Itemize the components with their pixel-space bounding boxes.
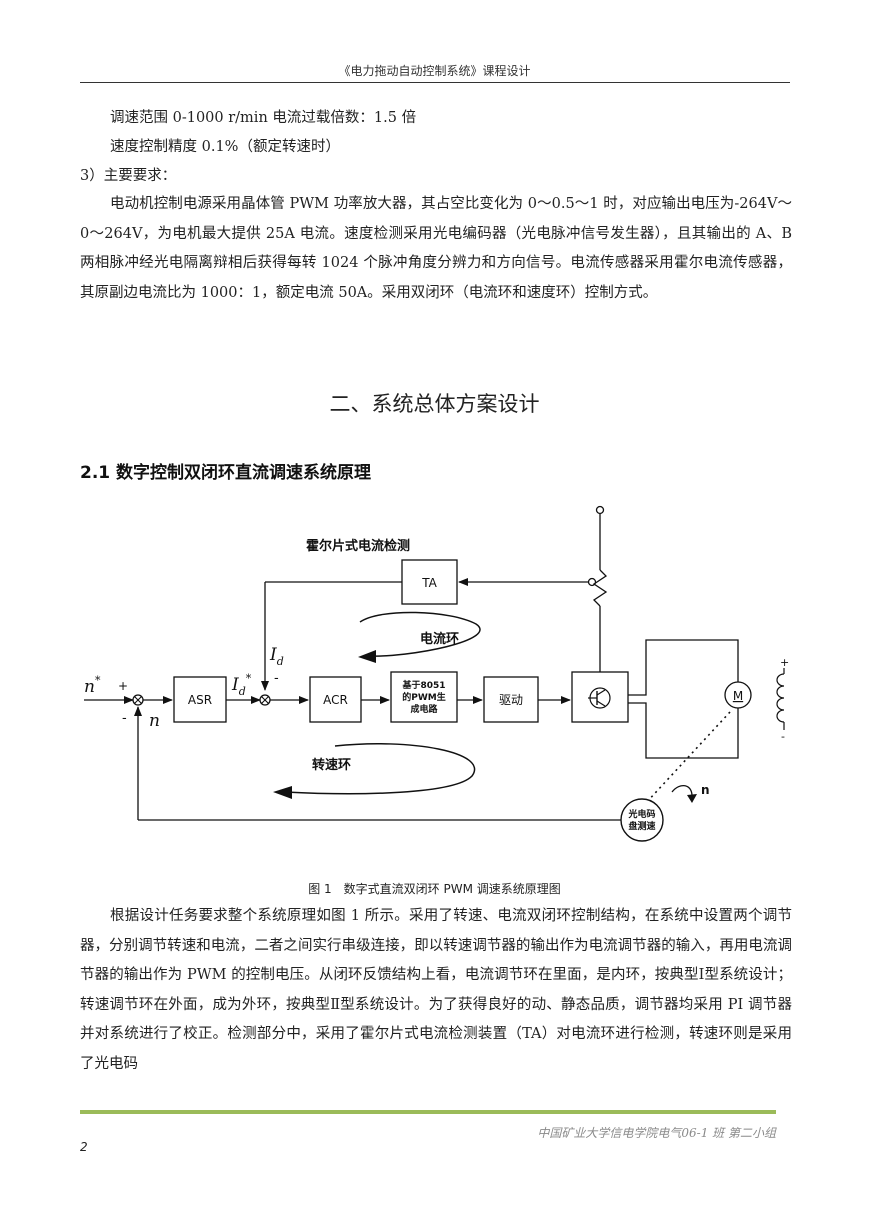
asr-block-label: ASR	[188, 693, 212, 707]
acr-block	[309, 676, 362, 723]
current-loop-curve	[359, 611, 481, 657]
n-minus-sign: -	[122, 711, 127, 726]
header-rule	[80, 82, 790, 83]
subsection-title: 2.1 数字控制双闭环直流调速系统原理	[80, 463, 372, 483]
figure-caption: 图 1 数字式直流双闭环 PWM 调速系统原理图	[308, 882, 561, 896]
spec-line-speed-range: 调速范围 0-1000 r/min 电流过载倍数：1.5 倍	[110, 110, 417, 126]
spec-line-precision: 速度控制精度 0.1%（额定转速时）	[110, 139, 340, 155]
pwm-generator-block	[390, 671, 458, 723]
field-minus-sign: -	[781, 730, 785, 743]
pwm-label-line-2: 的PWM生	[402, 691, 445, 703]
rotation-arrow	[671, 785, 693, 797]
ta-block-label: TA	[421, 576, 437, 590]
rotation-speed-label: n	[701, 783, 710, 797]
encoder-block	[620, 798, 664, 842]
id-minus-sign: -	[274, 671, 279, 686]
encoder-label-line-1: 光电码	[627, 808, 655, 820]
id-star-label: Id*	[231, 672, 252, 698]
hall-coil	[592, 569, 608, 607]
body-paragraph: 根据设计任务要求整个系统原理如图 1 所示。采用了转速、电流双闭环控制结构，在系…	[80, 908, 792, 1072]
speed-loop-curve	[284, 743, 476, 795]
armature-lower-wire	[628, 702, 739, 759]
requirements-heading: 3）主要要求：	[80, 168, 177, 184]
motor-label: M	[733, 689, 743, 703]
acr-block-label: ACR	[323, 693, 348, 707]
footer-rule	[80, 1110, 776, 1114]
motor-icon	[724, 681, 752, 709]
current-loop-arrowhead	[358, 650, 376, 663]
n-star-label: n*	[84, 674, 101, 697]
control-system-diagram: 霍尔片式电流检测 TA 电流环 Id - Id* n* + - n ASR AC…	[84, 505, 789, 842]
speed-loop-label: 转速环	[312, 757, 351, 773]
footer-group-label: 中国矿业大学信电学院电气06-1 班 第二小组	[537, 1126, 776, 1140]
current-loop-label: 电流环	[420, 631, 459, 647]
section-title: 二、系统总体方案设计	[329, 392, 540, 416]
armature-upper-wire	[628, 639, 739, 696]
page-header-title: 《电力拖动自动控制系统》课程设计	[338, 64, 531, 78]
pwm-label-line-1: 基于8051	[401, 679, 445, 691]
power-transistor-block	[571, 671, 629, 723]
ta-block	[401, 559, 458, 605]
field-winding-icon	[776, 673, 785, 723]
asr-block	[173, 676, 227, 723]
hall-sensor-label: 霍尔片式电流检测	[306, 538, 410, 554]
n-plus-sign: +	[118, 679, 128, 693]
page-number: 2	[80, 1140, 88, 1154]
field-plus-sign: +	[780, 656, 789, 669]
encoder-label-line-2: 盘测速	[628, 820, 655, 832]
id-label: Id	[269, 645, 284, 668]
requirements-paragraph: 电动机控制电源采用晶体管 PWM 功率放大器，其占空比变化为 0～0.5～1 时…	[80, 196, 792, 301]
pwm-label-line-3: 成电路	[410, 703, 438, 715]
driver-block-label: 驱动	[499, 693, 523, 707]
supply-terminal-top	[595, 505, 605, 515]
speed-loop-arrowhead	[273, 786, 292, 799]
n-feedback-label: n	[149, 711, 160, 731]
